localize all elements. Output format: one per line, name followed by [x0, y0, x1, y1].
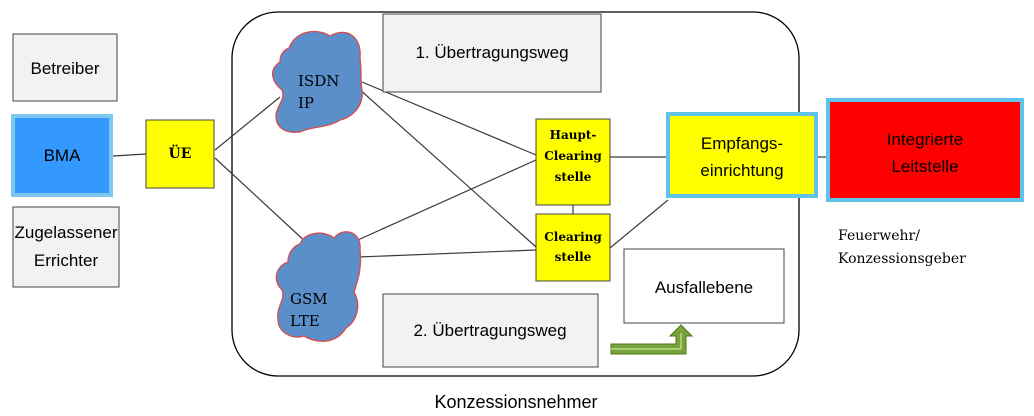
lte-label: LTE [290, 312, 320, 330]
line-ue-isdn [214, 96, 281, 151]
ue-box [145, 119, 215, 189]
clearing-stelle-label: stelle [555, 250, 592, 264]
isdn-ip-cloud [272, 30, 363, 134]
line-clearing-empfang [609, 199, 669, 249]
konzessionsnehmer-label: Konzessionsnehmer [434, 392, 597, 412]
uebertragungsweg-1-label: 1. Übertragungsweg [415, 43, 568, 62]
empfangseinrichtung-box [666, 112, 818, 198]
green-arrow-icon [610, 324, 694, 355]
bma-label: BMA [44, 146, 82, 165]
line-isdn-haupt [361, 81, 537, 156]
haupt-label: Haupt- [550, 128, 597, 142]
integrierte-label: Integrierte [887, 130, 964, 149]
ip-label: IP [298, 94, 314, 112]
gsm-label: GSM [290, 290, 328, 308]
haupt-stelle-label: stelle [555, 170, 592, 184]
connection-lines [112, 81, 828, 258]
einrichtung-label: einrichtung [700, 161, 783, 180]
leitstelle-label: Leitstelle [891, 157, 958, 176]
clearing-label: Clearing [544, 230, 602, 244]
integrierte-leitstelle-box [826, 98, 1024, 202]
konzessionsgeber-label: Konzessionsgeber [838, 251, 966, 267]
uebertragungsweg-1-box [382, 13, 602, 93]
bma-box [11, 114, 113, 197]
line-gsm-haupt [339, 159, 537, 249]
uebertragungsweg-2-label: 2. Übertragungsweg [413, 321, 566, 340]
ausfallebene-box [623, 248, 785, 324]
line-isdn-clearing [357, 87, 537, 248]
haupt-clearingstelle-box [535, 118, 611, 206]
line-gsm-clearing [357, 249, 537, 258]
errichter-label: Errichter [34, 251, 99, 270]
line-ue-gsm [214, 157, 309, 245]
zugelassener-label: Zugelassener [14, 223, 117, 242]
ausfallebene-label: Ausfallebene [655, 278, 753, 297]
ue-label: ÜE [169, 143, 192, 162]
betreiber-box [12, 33, 118, 102]
uebertragungsweg-2-box [382, 293, 599, 368]
line-bma-ue [112, 153, 147, 157]
zugelassener-errichter-box [12, 206, 120, 288]
empfangs-label: Empfangs- [701, 134, 783, 153]
betreiber-label: Betreiber [31, 59, 100, 78]
gsm-lte-cloud [275, 231, 362, 342]
isdn-label: ISDN [298, 72, 339, 90]
feuerwehr-label: Feuerwehr/ [838, 228, 920, 244]
clearingstelle-box [535, 213, 611, 282]
haupt-clearing-label: Clearing [544, 149, 602, 163]
